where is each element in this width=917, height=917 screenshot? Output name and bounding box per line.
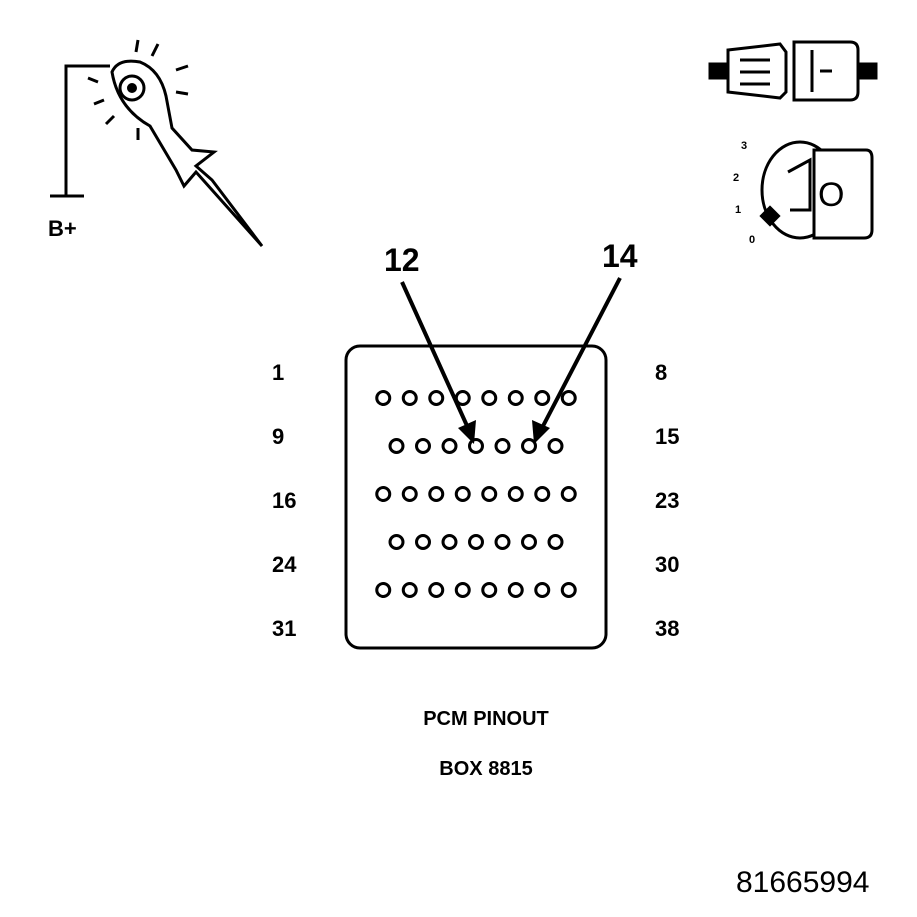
pin-label-38: 38 (655, 616, 680, 641)
pin-cavity-1 (375, 390, 392, 406)
pin-cavity-37 (534, 582, 551, 598)
pin-label-24: 24 (272, 552, 297, 577)
pin-cavities (375, 390, 577, 598)
ignition-key-icon (759, 140, 874, 240)
pin-cavity-31 (375, 582, 392, 598)
pin-cavity-26 (441, 534, 458, 550)
pin-label-31: 31 (272, 616, 297, 641)
figure-id: 81665994 (736, 866, 870, 899)
pin-cavity-20 (481, 486, 498, 502)
pin-cavity-16 (375, 486, 392, 502)
pin-cavity-24 (388, 534, 405, 550)
key-position-3: 3 (741, 140, 748, 152)
b-plus-label: B+ (48, 216, 77, 241)
pin-cavity-9 (388, 438, 405, 454)
callout-14: 14 (602, 238, 638, 274)
pin-cavity-38 (560, 582, 577, 598)
arrow-to-pin-14 (540, 277, 622, 429)
disconnected-connector-icon (708, 40, 878, 102)
pin-label-1: 1 (272, 360, 285, 385)
pin-label-8: 8 (655, 360, 668, 385)
caption-subtitle: BOX 8815 (439, 758, 533, 780)
pin-cavity-36 (507, 582, 524, 598)
arrowhead-pin-14 (532, 420, 550, 444)
test-light-probe-icon (50, 39, 264, 247)
pin-cavity-15 (547, 438, 564, 454)
pin-cavity-30 (547, 534, 564, 550)
pin-cavity-8 (560, 390, 577, 406)
pin-cavity-2 (401, 390, 418, 406)
pin-cavity-22 (534, 486, 551, 502)
pin-cavity-27 (468, 534, 484, 550)
callout-arrows (400, 277, 622, 444)
pin-cavity-5 (481, 390, 498, 406)
pin-cavity-14 (521, 438, 537, 454)
arrow-to-pin-12 (400, 281, 470, 429)
pin-cavity-23 (560, 486, 577, 502)
pin-label-23: 23 (655, 488, 680, 513)
callout-12: 12 (384, 242, 420, 278)
pin-cavity-10 (415, 438, 431, 454)
pin-label-15: 15 (655, 424, 680, 449)
pin-cavity-19 (454, 486, 471, 502)
pin-cavity-28 (494, 534, 511, 550)
pin-cavity-18 (428, 486, 445, 502)
pin-cavity-17 (401, 486, 418, 502)
pin-label-16: 16 (272, 488, 297, 513)
arrowhead-pin-12 (458, 420, 476, 444)
pin-cavity-7 (534, 390, 551, 406)
pin-cavity-34 (454, 582, 471, 598)
pin-label-9: 9 (272, 424, 285, 449)
pin-cavity-25 (415, 534, 431, 550)
key-position-2: 2 (733, 172, 740, 184)
key-position-1: 1 (735, 204, 742, 216)
key-position-0: 0 (749, 234, 756, 246)
pin-cavity-11 (441, 438, 458, 454)
pin-cavity-21 (507, 486, 524, 502)
pin-cavity-33 (428, 582, 445, 598)
key-letter: O (818, 176, 845, 214)
pin-cavity-32 (401, 582, 418, 598)
connector-face (344, 344, 608, 650)
pin-cavity-3 (428, 390, 445, 406)
pin-cavity-13 (494, 438, 511, 454)
pin-cavity-6 (507, 390, 524, 406)
pin-cavity-35 (481, 582, 498, 598)
pin-cavity-29 (521, 534, 537, 550)
pin-label-30: 30 (655, 552, 680, 577)
caption-title: PCM PINOUT (423, 708, 549, 730)
